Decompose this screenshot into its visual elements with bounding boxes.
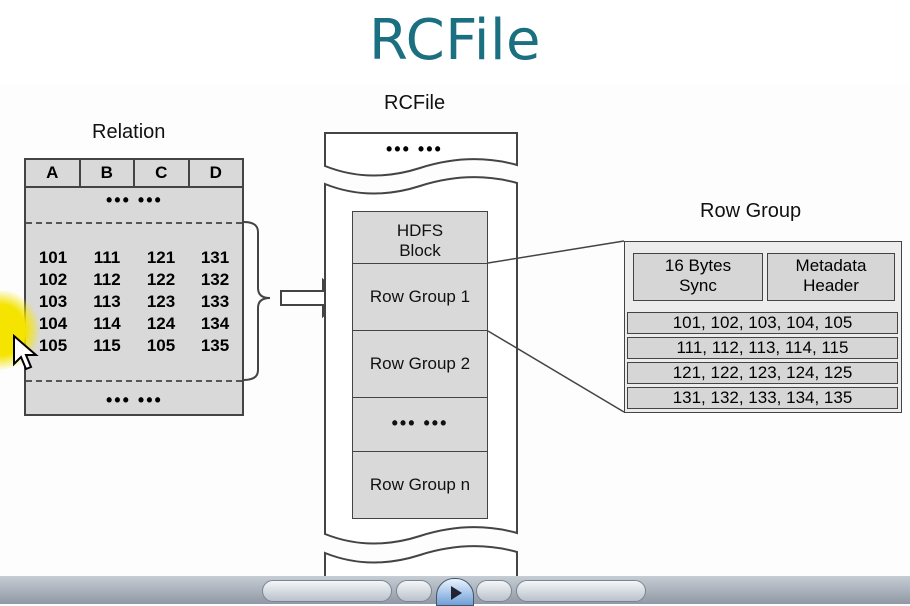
hdfs-block-line1: HDFS	[396, 221, 444, 240]
table-cell: 103	[38, 292, 68, 311]
table-cell: 105	[38, 336, 68, 355]
row-group-detail: 16 Bytes Sync Metadata Header 101, 102, …	[624, 241, 902, 413]
table-cell: 135	[200, 336, 230, 355]
rewind-button[interactable]	[396, 580, 432, 602]
column-data-line: 121, 122, 123, 124, 125	[627, 362, 898, 384]
relation-ellipsis-bottom: ••• •••	[106, 390, 163, 410]
table-cell: 102	[38, 270, 68, 289]
table-cell: 134	[200, 314, 230, 333]
media-control-bar	[0, 576, 910, 606]
table-cell: 115	[93, 336, 121, 355]
column-header-b: B	[81, 160, 135, 186]
volume-control-button[interactable]	[262, 580, 392, 602]
rcfile-top-cap	[324, 132, 518, 177]
zoom-line-bottom	[487, 330, 625, 413]
sync-line2: Sync	[679, 276, 717, 295]
relation-table: A B C D ••• ••• 101 111 121 131 102 112 …	[24, 158, 244, 416]
play-button[interactable]	[436, 578, 474, 606]
table-row: 101 111 121 131	[26, 248, 242, 268]
table-cell: 114	[93, 314, 121, 333]
column-header-a: A	[26, 160, 81, 186]
slide-title: RCFile	[369, 8, 541, 73]
row-group-n: Row Group n	[352, 451, 488, 519]
relation-label: Relation	[92, 121, 166, 143]
mouse-pointer-icon	[13, 334, 39, 371]
row-group-label: Row Group	[700, 200, 802, 222]
table-row: 102 112 122 132	[26, 270, 242, 290]
table-cell: 131	[200, 248, 230, 267]
title-band	[0, 0, 910, 84]
column-header-c: C	[135, 160, 190, 186]
column-header-d: D	[209, 163, 222, 182]
column-data-line: 131, 132, 133, 134, 135	[627, 387, 898, 409]
metadata-line2: Header	[803, 276, 859, 295]
play-icon	[451, 586, 462, 600]
settings-button[interactable]	[516, 580, 646, 602]
relation-header-row: A B C D	[26, 160, 242, 188]
metadata-header: Metadata Header	[767, 253, 895, 301]
rcfile-ellipsis-middle: ••• •••	[391, 413, 449, 433]
table-cell: 101	[38, 248, 68, 267]
relation-ellipsis-top: ••• •••	[106, 190, 163, 210]
table-cell: 133	[200, 292, 230, 311]
table-cell: 132	[200, 270, 230, 289]
table-cell: 122	[146, 270, 176, 289]
table-row: 105 115 105 135	[26, 336, 242, 356]
dashed-separator-bottom	[26, 380, 242, 382]
sync-line1: 16 Bytes	[664, 256, 732, 275]
metadata-line1: Metadata	[795, 256, 867, 275]
sync-marker: 16 Bytes Sync	[633, 253, 763, 301]
rcfile-ellipsis-top: ••• •••	[386, 139, 443, 159]
fast-forward-button[interactable]	[476, 580, 512, 602]
table-cell: 123	[146, 292, 176, 311]
relation-brace	[243, 221, 271, 381]
dashed-separator-top	[26, 222, 242, 224]
row-group-ellipsis: ••• •••	[352, 397, 488, 452]
table-cell: 111	[93, 248, 121, 267]
hdfs-block-line2: Block	[399, 241, 441, 260]
table-cell: 121	[146, 248, 176, 267]
row-group-2: Row Group 2	[352, 330, 488, 398]
column-data-line: 111, 112, 113, 114, 115	[627, 337, 898, 359]
row-group-1: Row Group 1	[352, 263, 488, 331]
column-data-line: 101, 102, 103, 104, 105	[627, 312, 898, 334]
zoom-line-top	[487, 240, 625, 264]
table-row: 103 113 123 133	[26, 292, 242, 312]
table-cell: 124	[146, 314, 176, 333]
table-cell: 112	[93, 270, 121, 289]
rcfile-label: RCFile	[384, 92, 446, 114]
table-cell: 113	[93, 292, 121, 311]
hdfs-block: HDFS Block	[352, 211, 488, 264]
table-row: 104 114 124 134	[26, 314, 242, 334]
table-cell: 105	[146, 336, 176, 355]
table-cell: 104	[38, 314, 68, 333]
